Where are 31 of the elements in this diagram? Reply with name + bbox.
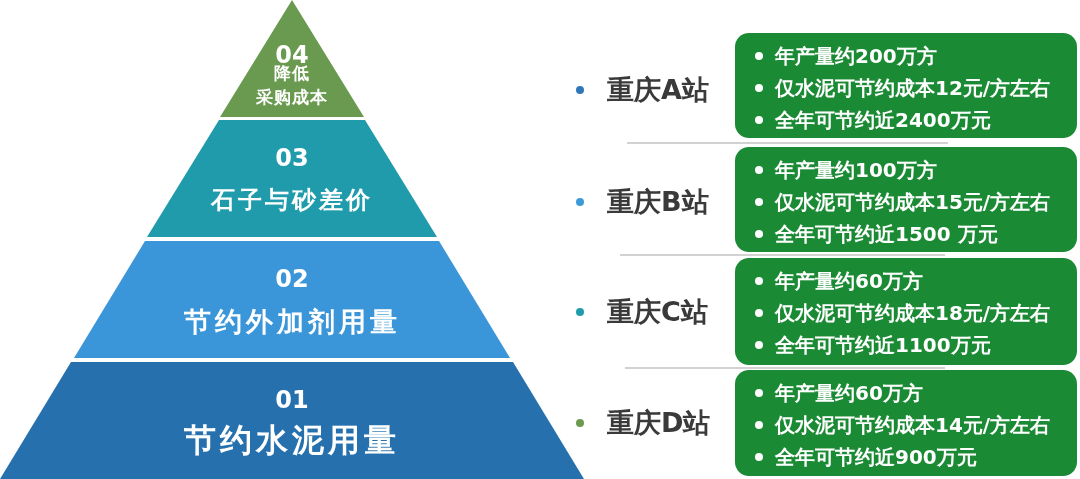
info-panel — [735, 370, 1077, 476]
list-item-text: 仅水泥可节约成本15元/方左右 — [775, 190, 1051, 214]
station-label: 重庆D站 — [607, 406, 711, 440]
list-item-text: 全年可节约近1100万元 — [775, 333, 991, 357]
list-item-text: 全年可节约近900万元 — [775, 445, 977, 469]
list-item-text: 全年可节约近2400万元 — [775, 108, 991, 132]
tier-label: 节约外加剂用量 — [183, 305, 401, 339]
list-item-text: 年产量约60万方 — [775, 269, 923, 293]
info-panel — [735, 258, 1077, 365]
station-label: 重庆B站 — [607, 185, 709, 219]
tier-label: 石子与砂差价 — [211, 185, 373, 215]
list-item-text: 仅水泥可节约成本12元/方左右 — [775, 76, 1051, 100]
station-label: 重庆C站 — [607, 295, 708, 329]
pyramid-tier — [220, 0, 364, 117]
tier-number: 03 — [275, 146, 309, 170]
info-panel — [735, 147, 1077, 252]
tier-label: 节约水泥用量 — [184, 421, 400, 459]
pyramid-tier — [0, 362, 584, 479]
list-item-text: 仅水泥可节约成本18元/方左右 — [775, 301, 1051, 325]
tier-number: 02 — [275, 267, 309, 291]
list-item-text: 年产量约200万方 — [775, 44, 937, 68]
list-item-text: 全年可节约近1500 万元 — [775, 222, 998, 246]
list-item-text: 年产量约100万方 — [775, 158, 937, 182]
tier-number: 01 — [275, 388, 309, 412]
info-panel — [735, 33, 1077, 138]
list-item-text: 年产量约60万方 — [775, 381, 923, 405]
tier-label: 降低采购成本 — [255, 63, 329, 109]
station-label: 重庆A站 — [607, 73, 709, 107]
pyramid-tier — [147, 120, 437, 237]
list-item-text: 仅水泥可节约成本14元/方左右 — [775, 413, 1051, 437]
pyramid-tier — [74, 241, 510, 358]
